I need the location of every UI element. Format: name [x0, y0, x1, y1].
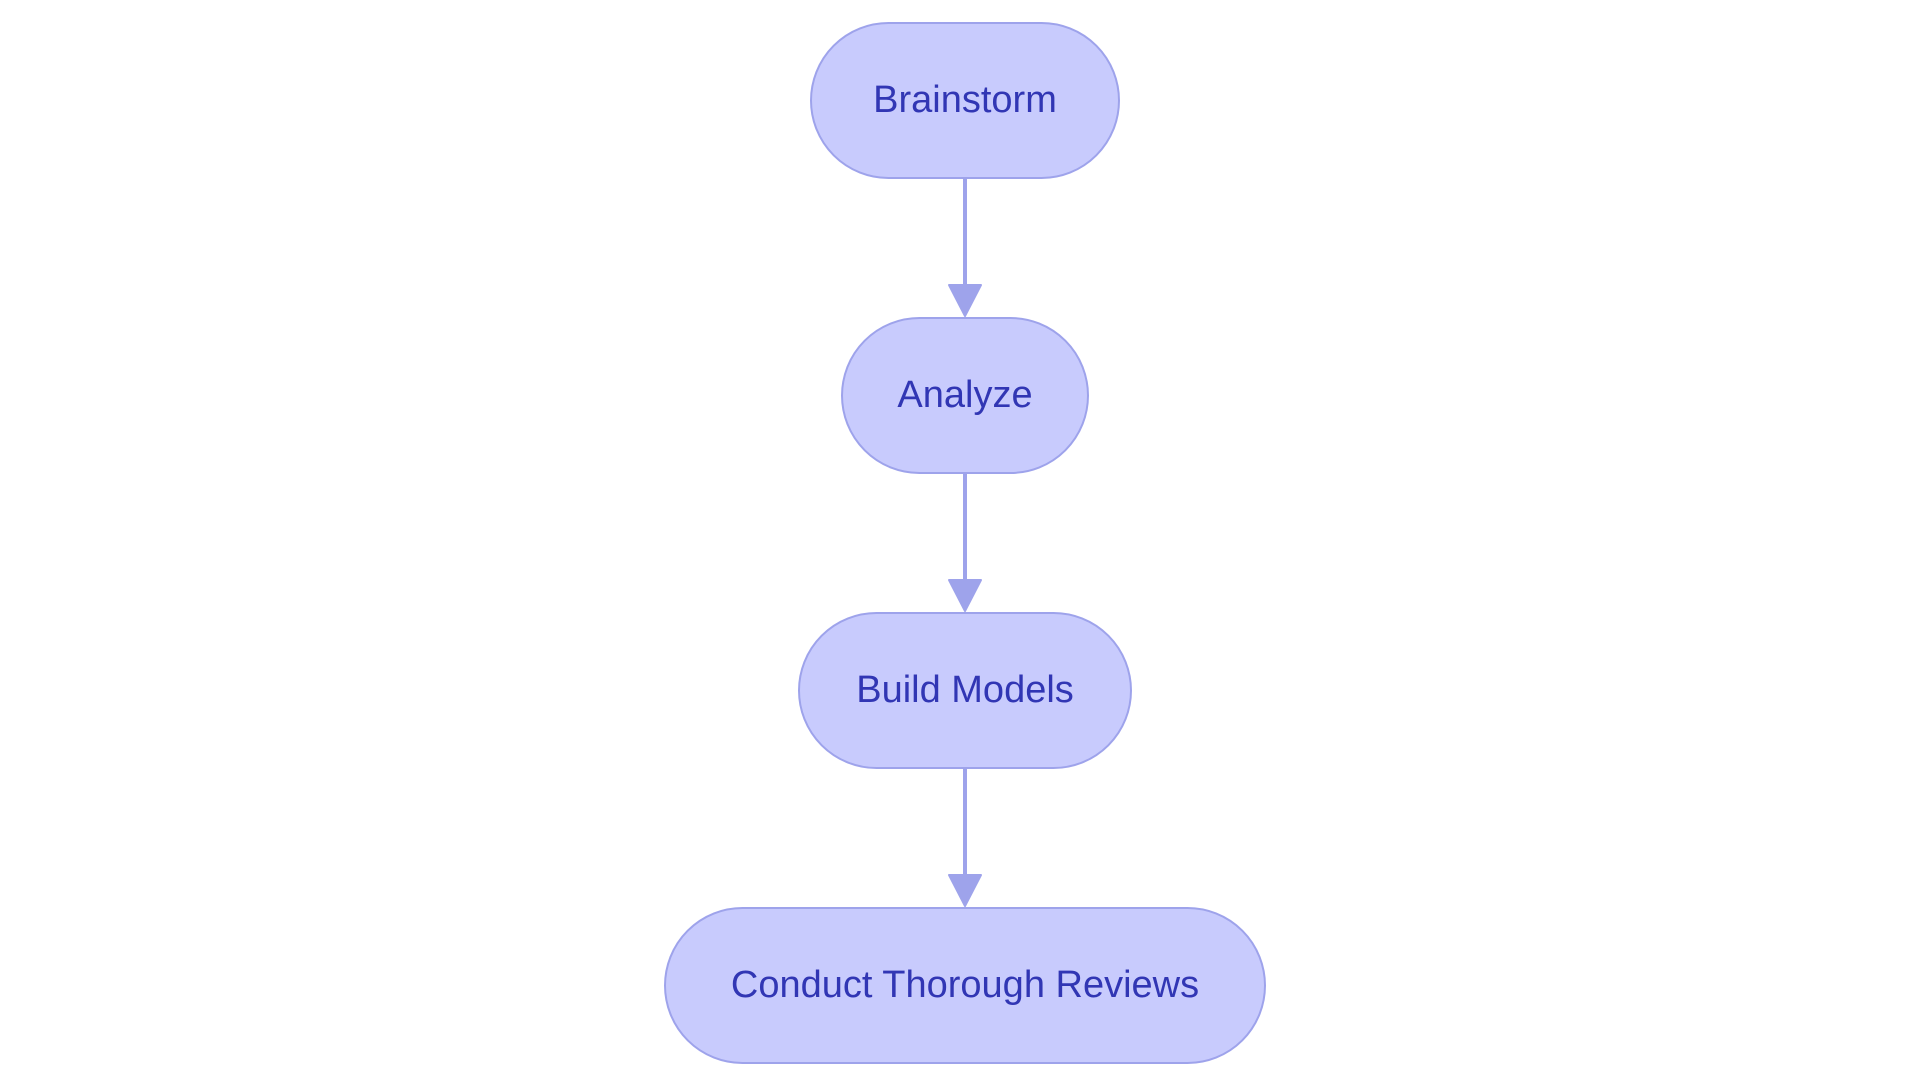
node-analyze: Analyze — [841, 317, 1089, 474]
node-brainstorm: Brainstorm — [810, 22, 1120, 179]
arrowhead-icon — [948, 284, 982, 317]
node-build-models: Build Models — [798, 612, 1132, 769]
arrowhead-icon — [948, 874, 982, 907]
edge-brainstorm-to-analyze — [948, 179, 982, 317]
node-conduct-thorough-reviews: Conduct Thorough Reviews — [664, 907, 1266, 1064]
node-label: Conduct Thorough Reviews — [730, 964, 1200, 1006]
edge-build-to-review — [948, 769, 982, 907]
arrowhead-icon — [948, 579, 982, 612]
node-label: Brainstorm — [873, 79, 1057, 121]
edge-analyze-to-build — [948, 474, 982, 612]
node-label: Analyze — [897, 374, 1033, 416]
node-label: Build Models — [856, 669, 1074, 711]
